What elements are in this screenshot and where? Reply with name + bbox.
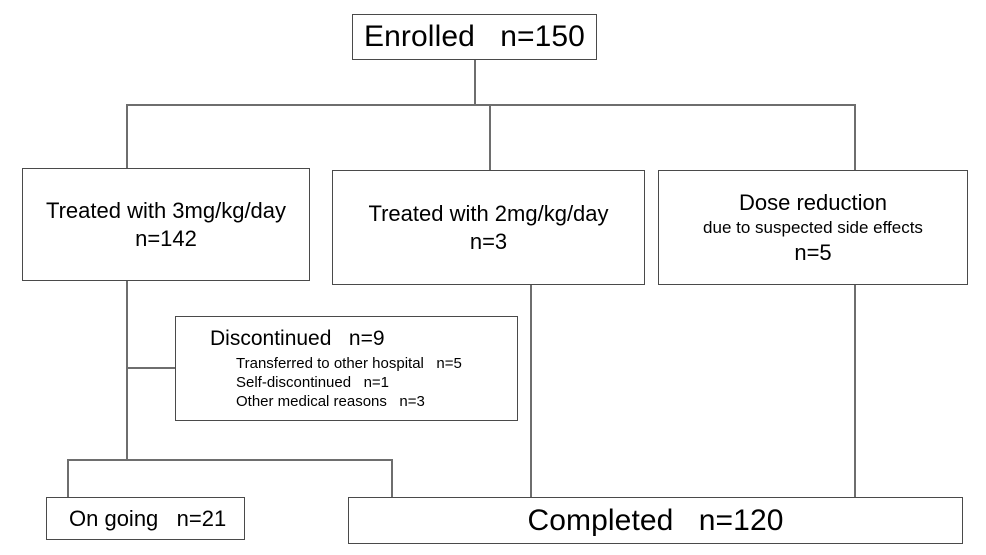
node-dose-reduction-reason: due to suspected side effects xyxy=(703,217,923,237)
node-on-going-text: On going n=21 xyxy=(69,505,227,531)
node-treated-2mg-dose-line: Treated with 2mg/kg/day xyxy=(368,200,609,226)
node-treated-2mg-count-line: n=3 xyxy=(469,228,508,254)
connector-to-treated-2mg xyxy=(489,104,491,171)
connector-to-on-going xyxy=(67,459,69,499)
node-on-going[interactable]: On going n=21 xyxy=(46,497,245,540)
node-discontinued-reason-0: Transferred to other hospital n=5 xyxy=(236,355,462,372)
connector-split-bar xyxy=(126,104,856,106)
connector-lower-to-completed xyxy=(391,459,393,499)
node-treated-3mg-count-line: n=142 xyxy=(135,225,197,251)
node-discontinued-reason-2: Other medical reasons n=3 xyxy=(236,393,425,410)
connector-to-discontinued xyxy=(126,367,176,369)
connector-to-treated-3mg xyxy=(126,104,128,169)
node-completed[interactable]: Completed n=120 xyxy=(348,497,963,544)
node-discontinued[interactable]: Discontinued n=9 Transferred to other ho… xyxy=(175,316,518,421)
node-treated-3mg-dose-line: Treated with 3mg/kg/day xyxy=(45,197,287,223)
node-discontinued-header: Discontinued n=9 xyxy=(210,327,385,350)
connector-enrolled-stem xyxy=(474,59,476,106)
connector-dose-reduction-to-completed xyxy=(854,285,856,499)
node-dose-reduction-count: n=5 xyxy=(794,239,832,265)
node-treated-2mg[interactable]: Treated with 2mg/kg/day n=3 xyxy=(332,170,645,285)
node-dose-reduction-title: Dose reduction xyxy=(739,189,887,215)
node-discontinued-reason-1: Self-discontinued n=1 xyxy=(236,374,390,391)
connector-to-dose-reduction xyxy=(854,104,856,171)
node-treated-3mg[interactable]: Treated with 3mg/kg/day n=142 xyxy=(22,168,310,281)
connector-treated-3mg-stem xyxy=(126,280,128,460)
node-completed-text: Completed n=120 xyxy=(527,503,784,537)
node-enrolled[interactable]: Enrolled n=150 xyxy=(352,14,597,60)
node-enrolled-text: Enrolled n=150 xyxy=(364,20,585,53)
connector-lower-split-bar xyxy=(67,459,393,461)
connector-treated-2mg-to-completed xyxy=(530,285,532,499)
node-dose-reduction[interactable]: Dose reduction due to suspected side eff… xyxy=(658,170,968,285)
